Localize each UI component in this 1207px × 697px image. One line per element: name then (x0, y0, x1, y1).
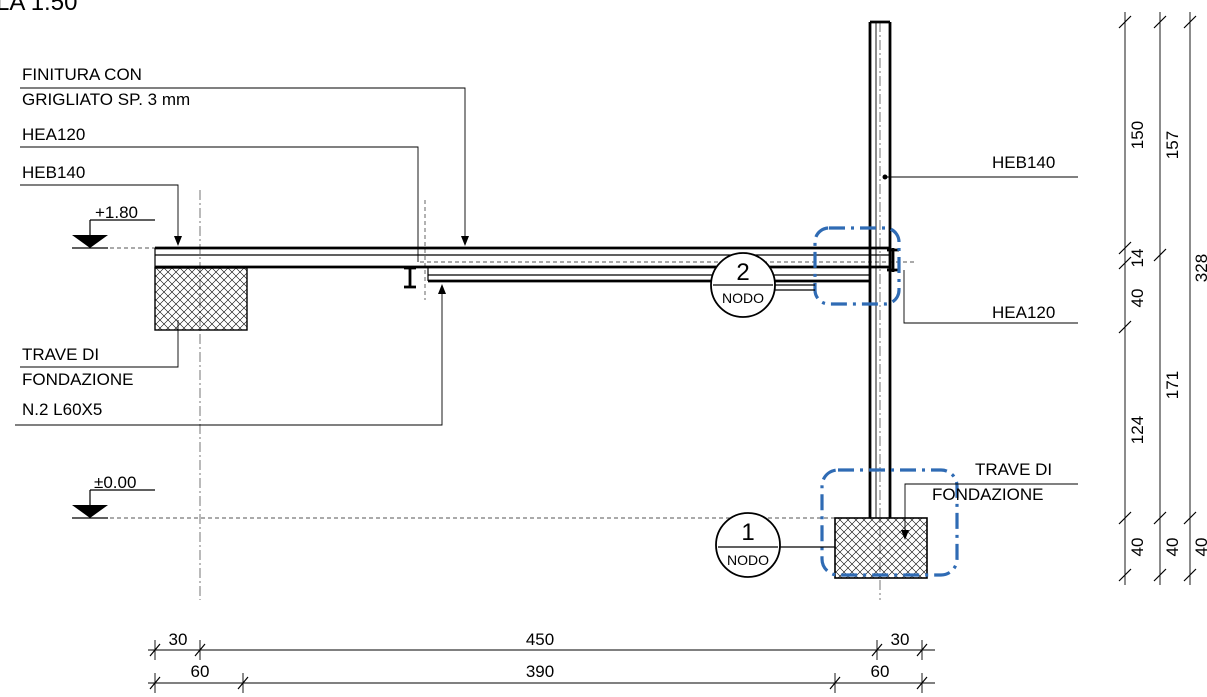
label-heb140-left: HEB140 (22, 163, 85, 182)
leader-heb140-left (20, 184, 179, 244)
label-trave-left-2: FONDAZIONE (22, 370, 133, 389)
node-2-label: NODO (722, 290, 764, 306)
dim-right-2-c: 40 (1163, 538, 1182, 557)
level-marker-top (72, 219, 155, 249)
dim-right-1-c: 40 (1128, 289, 1147, 308)
dim-bottom-2-b: 390 (526, 662, 554, 681)
dimension-row-1 (148, 640, 935, 660)
dim-right-3-a: 328 (1192, 254, 1207, 282)
level-top-value: +1.80 (95, 203, 138, 222)
leader-arrow-angles (438, 284, 446, 294)
leader-dot-heb140-right (882, 174, 888, 180)
leader-hea120-left (20, 146, 419, 262)
leader-hea120-right (903, 270, 1078, 324)
label-heb140-right: HEB140 (992, 153, 1055, 172)
leader-finitura (20, 87, 466, 244)
dimension-row-2 (148, 673, 935, 693)
hea-section-icon (404, 266, 416, 289)
label-hea120-right: HEA120 (992, 303, 1055, 322)
dim-right-1-d: 124 (1128, 416, 1147, 444)
dim-right-2-a: 157 (1163, 131, 1182, 159)
label-angles: N.2 L60X5 (22, 400, 102, 419)
label-hea120-left: HEA120 (22, 125, 85, 144)
dim-right-2-b: 171 (1163, 371, 1182, 399)
node-2-callout (710, 252, 815, 318)
leader-arrow-trave-right (901, 530, 909, 540)
level-marker-bottom (72, 489, 155, 519)
node-1-callout (715, 512, 835, 578)
label-finitura-2: GRIGLIATO SP. 3 mm (22, 90, 190, 109)
label-trave-left-1: TRAVE DI (22, 345, 99, 364)
highlight-node-2 (813, 226, 901, 306)
label-trave-right-2: FONDAZIONE (932, 485, 1043, 504)
dim-bottom-1-a: 30 (169, 630, 188, 649)
leader-arrow-heb140-left (174, 236, 182, 246)
label-finitura-1: FINITURA CON (22, 65, 142, 84)
scale-label: ALA 1:50 (0, 0, 77, 16)
leader-arrow-finitura (461, 236, 469, 246)
dim-right-3-b: 40 (1192, 538, 1207, 557)
node-1-label: NODO (727, 552, 769, 568)
dim-bottom-2-a: 60 (191, 662, 210, 681)
node-1-number: 1 (741, 519, 754, 546)
dimension-col-1 (1118, 12, 1132, 585)
foundation-right (834, 517, 928, 579)
label-trave-right-1: TRAVE DI (975, 460, 1052, 479)
dimension-col-2 (1153, 12, 1167, 585)
dimension-col-3 (1183, 12, 1197, 585)
node-2-number: 2 (736, 259, 749, 286)
dim-right-1-b: 14 (1128, 249, 1147, 268)
dim-bottom-2-c: 60 (871, 662, 890, 681)
dim-right-1-e: 40 (1128, 538, 1147, 557)
foundation-left (154, 267, 248, 331)
dim-right-1-a: 150 (1128, 121, 1147, 149)
highlight-node-1 (820, 468, 959, 577)
dim-bottom-1-c: 30 (891, 630, 910, 649)
leader-angles (15, 286, 443, 426)
leader-trave-right (904, 483, 1078, 538)
dim-bottom-1-b: 450 (526, 630, 554, 649)
leader-trave-left (20, 320, 179, 368)
level-bottom-value: ±0.00 (94, 473, 136, 492)
